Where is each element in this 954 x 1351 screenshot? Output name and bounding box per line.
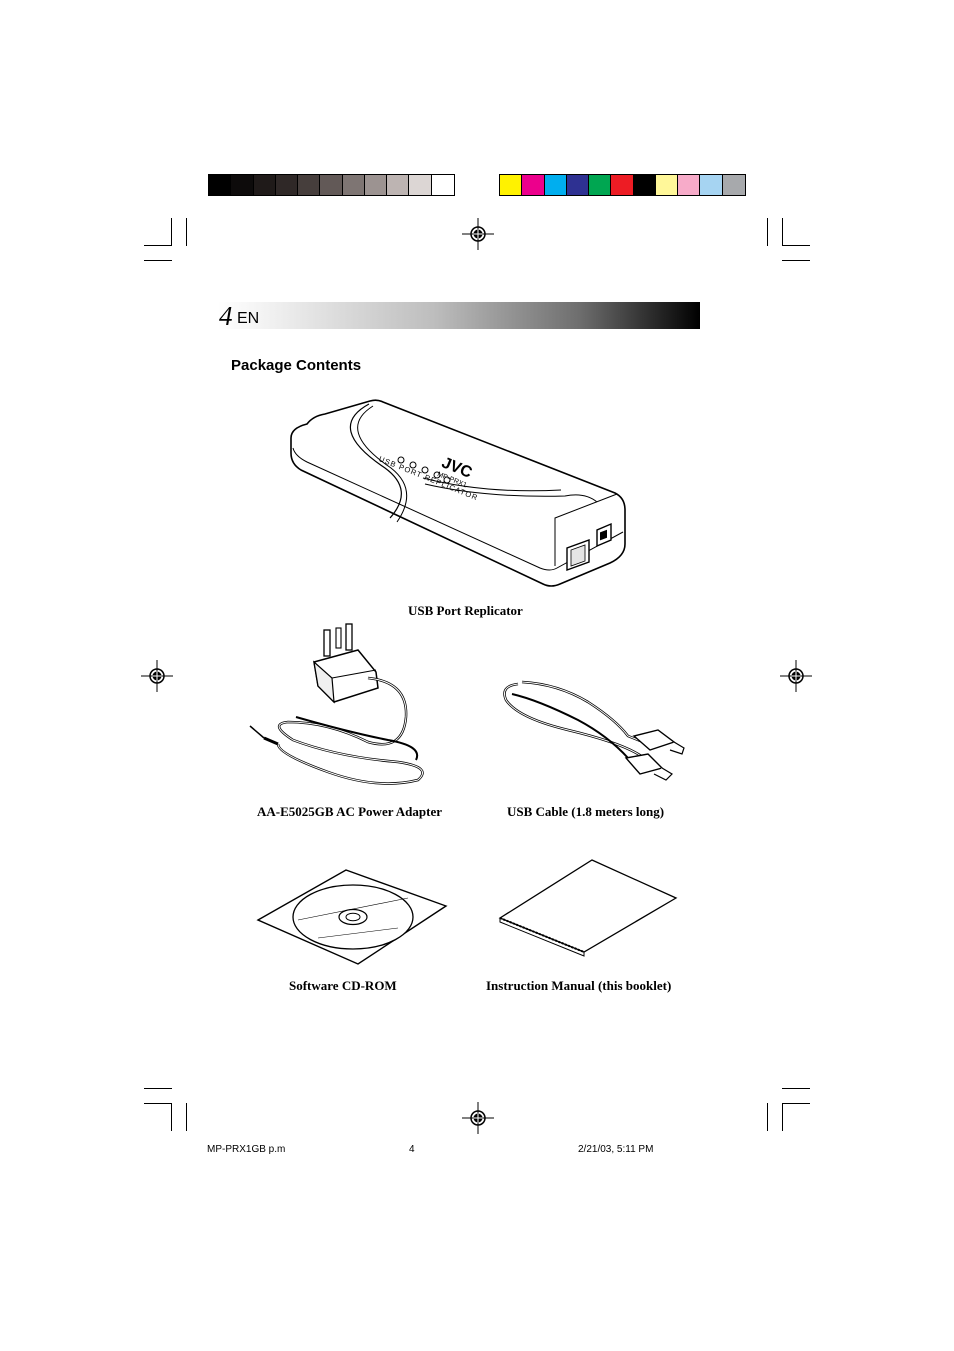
crop-mark bbox=[186, 218, 187, 246]
color-swatch bbox=[431, 175, 454, 195]
color-swatch bbox=[589, 175, 612, 195]
color-swatch bbox=[633, 175, 656, 195]
color-swatch bbox=[611, 175, 634, 195]
caption-usb-port-replicator: USB Port Replicator bbox=[408, 603, 523, 618]
color-swatch bbox=[320, 175, 343, 195]
color-swatch bbox=[364, 175, 388, 195]
color-swatch bbox=[722, 175, 745, 195]
crop-mark bbox=[186, 1103, 187, 1131]
footer-page-number: 4 bbox=[409, 1144, 415, 1155]
ac-power-adapter-illustration bbox=[249, 623, 424, 785]
crop-mark bbox=[144, 1103, 172, 1104]
crop-mark bbox=[144, 245, 172, 246]
crop-mark bbox=[171, 1103, 172, 1131]
color-swatch bbox=[387, 175, 410, 195]
page-number: 4 bbox=[219, 301, 233, 331]
led-indicator-icon bbox=[397, 456, 405, 464]
color-swatch bbox=[231, 175, 254, 195]
crop-mark bbox=[782, 1088, 810, 1089]
crop-mark bbox=[782, 1103, 810, 1104]
page-header-bar bbox=[218, 302, 700, 329]
color-swatch bbox=[678, 175, 701, 195]
section-title: Package Contents bbox=[231, 357, 362, 374]
grayscale-calibration-bar bbox=[208, 174, 455, 196]
registration-mark-icon bbox=[141, 660, 173, 692]
color-swatch bbox=[655, 175, 679, 195]
registration-mark-icon bbox=[462, 1102, 494, 1134]
crop-mark bbox=[782, 1103, 783, 1131]
crop-mark bbox=[171, 218, 172, 246]
crop-mark bbox=[782, 218, 783, 246]
usb-cable-illustration bbox=[503, 680, 685, 781]
language-label: EN bbox=[237, 310, 260, 327]
color-swatch bbox=[275, 175, 299, 195]
usb-port-replicator-illustration: JVC MP-PRX1 USB PORT REPLICATOR bbox=[290, 399, 626, 587]
led-indicator-icon bbox=[443, 476, 451, 484]
led-indicator-icon bbox=[433, 471, 441, 479]
color-swatch bbox=[500, 175, 523, 195]
caption-software-cd-rom: Software CD-ROM bbox=[289, 978, 397, 993]
color-swatch bbox=[253, 175, 276, 195]
color-swatch bbox=[544, 175, 567, 195]
color-swatch bbox=[700, 175, 723, 195]
registration-mark-icon bbox=[462, 218, 494, 250]
footer-file-name: MP-PRX1GB p.m bbox=[207, 1144, 286, 1155]
footer-timestamp: 2/21/03, 5:11 PM bbox=[578, 1144, 654, 1155]
software-cd-rom-illustration bbox=[256, 869, 448, 965]
color-swatch bbox=[342, 175, 365, 195]
caption-usb-cable: USB Cable (1.8 meters long) bbox=[507, 804, 665, 819]
crop-mark bbox=[144, 260, 172, 261]
instruction-manual-illustration bbox=[498, 859, 678, 957]
registration-mark-icon bbox=[780, 660, 812, 692]
led-indicator-icon bbox=[409, 461, 417, 469]
crop-mark bbox=[782, 260, 810, 261]
crop-mark bbox=[767, 1103, 768, 1131]
color-swatch bbox=[409, 175, 432, 195]
crop-mark bbox=[767, 218, 768, 246]
color-swatch bbox=[298, 175, 321, 195]
caption-instruction-manual: Instruction Manual (this booklet) bbox=[486, 978, 672, 993]
led-indicator-icon bbox=[421, 466, 429, 474]
color-calibration-bar bbox=[499, 174, 746, 196]
color-swatch bbox=[209, 175, 232, 195]
color-swatch bbox=[566, 175, 590, 195]
color-swatch bbox=[522, 175, 545, 195]
crop-mark bbox=[782, 245, 810, 246]
crop-mark bbox=[144, 1088, 172, 1089]
caption-ac-power-adapter: AA-E5025GB AC Power Adapter bbox=[257, 804, 443, 819]
